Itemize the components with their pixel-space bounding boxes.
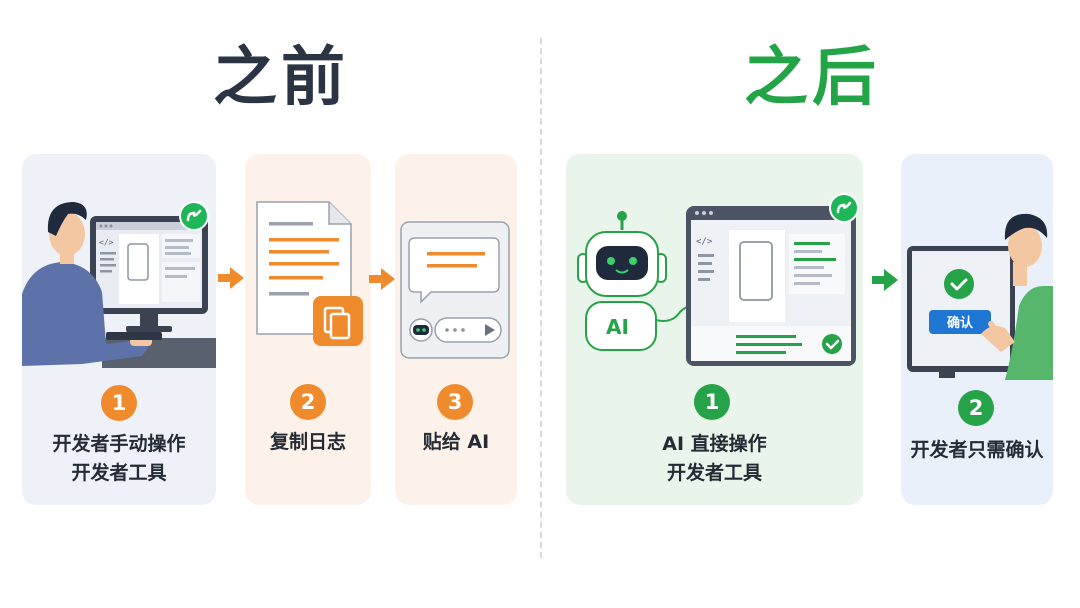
- step-label-line-1: 贴给 AI: [422, 431, 490, 453]
- step-label: 复制日志: [245, 428, 371, 457]
- code-tag: </>: [696, 237, 713, 247]
- developer-confirm-illustration: 确认: [907, 213, 1053, 380]
- step-label: AI 直接操作 开发者工具: [566, 430, 863, 488]
- confirm-button-shape: [929, 310, 991, 334]
- step-label-line-1: 开发者只需确认: [910, 439, 1044, 461]
- code-tag: </>: [99, 238, 114, 247]
- arrow-right-icon: [369, 268, 395, 290]
- chat-bubble-icon: [408, 237, 500, 304]
- step-label: 开发者手动操作 开发者工具: [22, 430, 216, 488]
- paste-to-ai-illustration: [400, 221, 510, 359]
- developer-person-icon: [981, 213, 1053, 380]
- step-number-badge: 3: [437, 384, 473, 420]
- after-step-1-card: AI </> 1 AI 直接操: [566, 154, 863, 505]
- confirm-button-label[interactable]: 确认: [947, 315, 974, 331]
- step-number-badge: 1: [694, 384, 730, 420]
- robot-icon: [409, 318, 433, 342]
- before-step-2-card: 2 复制日志: [245, 154, 371, 505]
- mini-program-icon: [829, 193, 859, 223]
- before-step-3-card: 3 贴给 AI: [395, 154, 517, 505]
- step-number-badge: 2: [958, 390, 994, 426]
- robot-icon: [577, 211, 667, 351]
- after-step-2-card: 确认 2 开发者只需确认: [901, 154, 1053, 505]
- mini-program-icon: [179, 201, 209, 231]
- devtools-window: [686, 206, 856, 366]
- ai-operates-tools-illustration: AI </>: [577, 193, 859, 366]
- copy-icon: [313, 296, 363, 346]
- center-divider: [540, 38, 542, 558]
- developer-at-monitor-illustration: </>: [22, 201, 216, 368]
- check-icon: [822, 334, 842, 354]
- before-title: 之前: [213, 41, 349, 115]
- check-icon: [944, 269, 974, 299]
- arrow-right-icon: [218, 267, 244, 289]
- step-label: 贴给 AI: [395, 428, 517, 457]
- step-number-badge: 1: [101, 385, 137, 421]
- before-step-1-card: </> 1 开发者手动操作 开发者工具: [22, 154, 216, 505]
- after-title: 之后: [744, 41, 880, 115]
- copy-log-illustration: [256, 201, 363, 346]
- monitor-icon: [90, 216, 208, 332]
- step-label-line-1: 复制日志: [269, 431, 346, 453]
- arrow-right-icon: [872, 269, 898, 291]
- step-label-line-1: AI 直接操作: [662, 433, 767, 455]
- step-label-line-2: 开发者工具: [71, 462, 167, 484]
- robot-badge-text: AI: [606, 315, 629, 339]
- developer-person-icon: [22, 202, 162, 366]
- monitor-icon: [907, 246, 1015, 378]
- step-number-badge: 2: [290, 384, 326, 420]
- step-label: 开发者只需确认: [901, 436, 1053, 465]
- step-label-line-2: 开发者工具: [666, 462, 762, 484]
- step-label-line-1: 开发者手动操作: [52, 433, 186, 455]
